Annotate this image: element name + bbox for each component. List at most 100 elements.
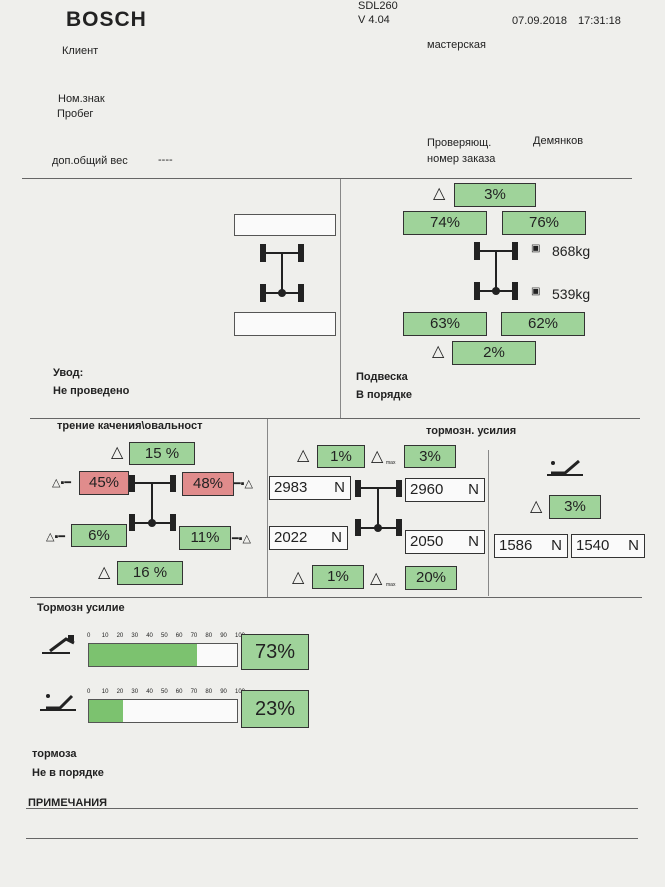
delta-icon: △: [297, 447, 310, 464]
divider: [30, 597, 642, 598]
delta-max-icon: △: [370, 570, 383, 587]
axle-diagram-icon: [260, 244, 304, 302]
rolling-rear-right: 11%: [179, 526, 231, 550]
scale-tick-label: 20: [116, 633, 124, 639]
brake-rear-max: 20%: [405, 566, 457, 590]
plate-label: Ном.знак: [58, 93, 105, 105]
divider: [340, 179, 341, 419]
mileage-label: Пробег: [57, 108, 94, 120]
delta-icon: △: [432, 343, 445, 360]
rolling-front-left: 45%: [79, 471, 129, 495]
suspension-bottom-delta: 2%: [452, 341, 536, 365]
scale-tick-label: 70: [190, 689, 198, 695]
order-label: номер заказа: [427, 153, 496, 165]
suspension-front-left: 74%: [403, 211, 487, 235]
suspension-top-delta: 3%: [454, 183, 536, 207]
max-label: max: [386, 460, 396, 466]
workshop-label: мастерская: [427, 39, 486, 51]
divider: [22, 178, 632, 179]
brake-front-delta: 1%: [317, 445, 365, 468]
notes-title: ПРИМЕЧАНИЯ: [28, 797, 108, 809]
scale-tick-label: 60: [175, 689, 183, 695]
delta-icon: △: [98, 564, 111, 581]
client-label: Клиент: [62, 45, 99, 57]
extra-weight-label: доп.общий вес: [52, 155, 128, 167]
rolling-front-delta: 15 %: [129, 442, 195, 465]
scale-tick-label: 90: [220, 633, 227, 639]
report-time: 17:31:18: [578, 15, 621, 27]
brakes-title: тормоза: [32, 748, 77, 760]
brand-logo: BOSCH: [66, 8, 147, 31]
rolling-title: трение качения\овальност: [57, 420, 203, 432]
rear-axle-weight: 539kg: [552, 286, 591, 302]
scale-tick-label: 10: [101, 689, 109, 695]
rolling-rear-delta: 16 %: [117, 561, 183, 585]
scale-tick-label: 0: [87, 689, 91, 695]
extra-weight-value: ----: [158, 154, 173, 166]
scale-tick-label: 90: [220, 689, 227, 695]
parking-delta: 3%: [549, 495, 601, 519]
delta-icon: △: [111, 444, 124, 461]
inspector-label: Проверяющ.: [427, 137, 492, 149]
scale-tick-label: 70: [190, 633, 198, 639]
software-version: V 4.04: [358, 14, 390, 26]
suspension-front-right: 76%: [502, 211, 586, 235]
front-axle-weight: 868kg: [552, 243, 591, 259]
divider: [488, 450, 489, 596]
ovality-icon: ━▪△: [234, 478, 253, 490]
brake-rear-delta: 1%: [312, 565, 364, 589]
alignment-title: Увод:: [53, 367, 84, 379]
scale-tick-label: 80: [205, 689, 213, 695]
scale-tick-label: 50: [161, 689, 168, 695]
suspension-rear-right: 62%: [501, 312, 585, 336]
brake-front-max: 3%: [404, 445, 456, 468]
max-label: max: [386, 582, 396, 588]
service-brake-bar: [88, 643, 238, 667]
notes-line: [26, 808, 638, 809]
divider: [30, 418, 640, 419]
scale-tick-label: 60: [175, 633, 183, 639]
service-brake-bar-fill: [89, 644, 198, 666]
axle-diagram-icon: [474, 242, 518, 300]
suspension-status: В порядке: [356, 389, 412, 401]
weight-icon: ▣: [531, 243, 541, 254]
divider: [267, 419, 268, 597]
rolling-rear-left: 6%: [71, 524, 127, 547]
suspension-title: Подвеска: [356, 371, 408, 383]
scale-tick-label: 100: [235, 633, 246, 639]
weight-icon: ▣: [531, 286, 541, 297]
inspector-value: Демянков: [533, 135, 584, 147]
delta-icon: △: [292, 569, 305, 586]
report-date: 07.09.2018: [512, 15, 568, 27]
ovality-icon: △▪━: [46, 531, 65, 543]
scale-tick-label: 20: [116, 689, 124, 695]
delta-icon: △: [530, 498, 543, 515]
suspension-rear-left: 63%: [403, 312, 487, 336]
alignment-rear-box: [234, 312, 336, 336]
brake-force-title: тормозн. усилия: [426, 425, 517, 437]
scale-tick-label: 0: [87, 633, 91, 639]
delta-max-icon: △: [371, 448, 384, 465]
scale-tick-label: 30: [131, 633, 139, 639]
alignment-front-box: [234, 214, 336, 236]
notes-line: [26, 838, 638, 839]
pedal-force-title: Тормозн усилие: [37, 602, 125, 614]
delta-icon: △: [433, 185, 446, 202]
axle-diagram-icon: [129, 475, 176, 531]
scale-tick-label: 40: [146, 689, 153, 695]
parking-brake-value: 23%: [241, 690, 309, 728]
scale-tick-label: 40: [146, 633, 153, 639]
parking-brake-bar-fill: [89, 700, 124, 722]
scale-tick-label: 10: [101, 633, 109, 639]
brake-pedal-icon: [42, 635, 75, 654]
parking-brake-bar: [88, 699, 238, 723]
model-name: SDL260: [358, 0, 398, 12]
